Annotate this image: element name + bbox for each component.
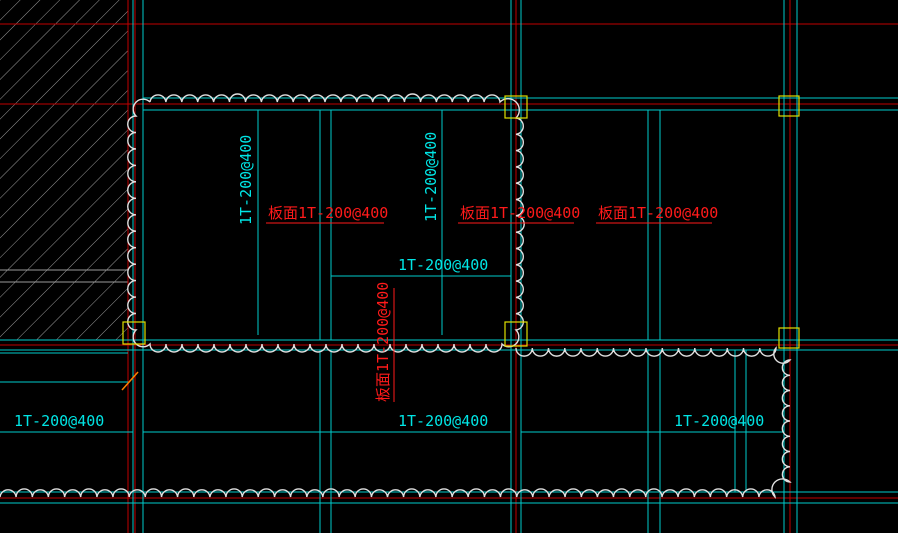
column-marker: [504, 321, 528, 347]
column-marker: [778, 95, 800, 117]
revision-cloud: [0, 346, 792, 499]
leader-lines: [266, 222, 712, 402]
slab-label-vertical: 板面1T-200@400: [374, 282, 392, 402]
column-markers: [122, 95, 800, 349]
rebar-label-horizontal-middle: 1T-200@400: [398, 256, 488, 274]
revision-cloud: [127, 93, 525, 353]
rebar-label-vertical-left: 1T-200@400: [237, 135, 255, 225]
break-mark: [121, 371, 139, 391]
column-marker: [122, 321, 146, 345]
slab-label-2: 板面1T-200@400: [460, 204, 580, 222]
revision-clouds: [0, 93, 792, 499]
hatched-wall: [0, 0, 128, 340]
column-marker: [778, 327, 800, 349]
rebar-label-bottom-middle: 1T-200@400: [398, 412, 488, 430]
rebar-label-bottom-right: 1T-200@400: [674, 412, 764, 430]
column-marker: [504, 95, 528, 119]
rebar-label-vertical-middle: 1T-200@400: [422, 132, 440, 222]
slab-label-3: 板面1T-200@400: [598, 204, 718, 222]
rebar-label-bottom-left: 1T-200@400: [14, 412, 104, 430]
slab-label-1: 板面1T-200@400: [268, 204, 388, 222]
